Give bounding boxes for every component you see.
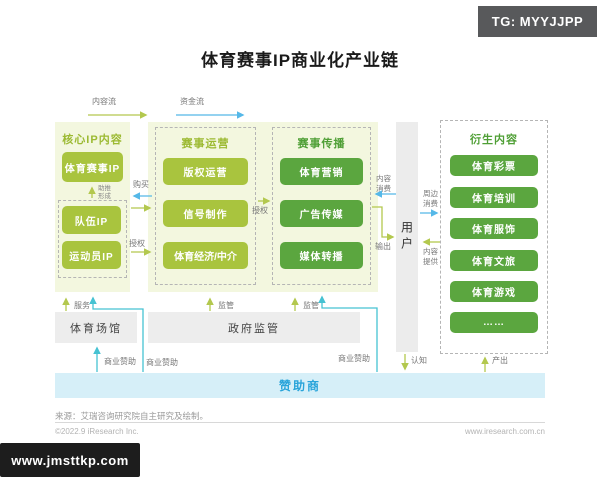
legend-content-flow-label: 内容流: [92, 97, 116, 106]
government-regulation-box: 政府监管: [148, 312, 360, 343]
core-ip-title: 核心IP内容: [62, 134, 123, 146]
service-label: 服务: [74, 301, 90, 310]
sponsorship-label-1: 商业赞助: [104, 357, 136, 366]
sports-training-box: 体育培训: [450, 187, 538, 208]
content-consume-label: 内容消费: [376, 174, 391, 193]
regulate-label-1: 监管: [218, 301, 234, 310]
team-ip-box: 队伍IP: [62, 206, 121, 234]
sports-apparel-box: 体育服饰: [450, 218, 538, 239]
event-operation-box: 赛事运营 版权运营 信号制作 体育经济/中介: [155, 127, 256, 285]
cognition-label: 认知: [411, 356, 427, 365]
copyright-text: ©2022.9 iResearch Inc.: [55, 427, 139, 436]
content-provide-label: 内容提供: [423, 247, 438, 266]
output-label: 输出: [375, 242, 391, 251]
copyright-operation-box: 版权运营: [163, 158, 248, 185]
event-broadcast-box: 赛事传播 体育营销 广告传媒 媒体转播: [272, 127, 371, 285]
website-text: www.iresearch.com.cn: [464, 427, 545, 436]
core-ip-panel: 核心IP内容 体育赛事IP 助推 形成 队伍IP 运动员IP: [55, 122, 130, 292]
signal-production-box: 信号制作: [163, 200, 248, 227]
footer-divider: [55, 422, 545, 423]
mini-label-boost: 助推: [98, 185, 111, 192]
user-label: 用户: [399, 221, 414, 253]
sports-games-box: 体育游戏: [450, 281, 538, 302]
middle-panel: 赛事运营 版权运营 信号制作 体育经济/中介 赛事传播 体育营销 广告传媒 媒体…: [148, 122, 378, 292]
regulate-label-2: 监管: [303, 301, 319, 310]
sports-marketing-box: 体育营销: [280, 158, 363, 185]
mini-label-form: 形成: [98, 193, 111, 200]
derivative-content-box: 衍生内容 体育彩票 体育培训 体育服饰 体育文旅 体育游戏 ……: [440, 120, 548, 354]
sports-lottery-box: 体育彩票: [450, 155, 538, 176]
sports-event-ip-box: 体育赛事IP: [62, 152, 123, 182]
derivative-content-title: 衍生内容: [470, 134, 518, 146]
license-mid-label: 授权: [252, 206, 268, 215]
tg-watermark-badge: TG: MYYJJPP: [478, 6, 597, 37]
sub-ip-dashed-box: 队伍IP 运动员IP: [58, 200, 127, 278]
produce-label: 产出: [492, 356, 508, 365]
media-broadcast-box: 媒体转播: [280, 242, 363, 269]
ad-media-box: 广告传媒: [280, 200, 363, 227]
sports-tourism-box: 体育文旅: [450, 250, 538, 271]
periphery-consume-label: 周边消费: [423, 189, 438, 208]
derivative-etc-box: ……: [450, 312, 538, 333]
page-title: 体育赛事IP商业化产业链: [200, 51, 400, 70]
user-bar: 用户: [396, 122, 418, 352]
source-note: 来源：艾瑞咨询研究院自主研究及绘制。: [55, 411, 209, 421]
event-broadcast-title: 赛事传播: [297, 138, 346, 150]
event-operation-title: 赛事运营: [181, 138, 230, 150]
sponsor-bar: 赞助商: [55, 373, 545, 398]
athlete-ip-box: 运动员IP: [62, 241, 121, 269]
sponsorship-label-3: 商业赞助: [338, 354, 370, 363]
legend-money-flow-label: 资金流: [180, 97, 204, 106]
url-watermark-badge: www.jmsttkp.com: [0, 443, 140, 477]
sponsorship-label-2: 商业赞助: [146, 358, 178, 367]
license-core-label: 授权: [129, 239, 145, 248]
buy-label: 购买: [133, 180, 149, 189]
sports-venue-box: 体育场馆: [55, 312, 137, 343]
sports-agency-box: 体育经济/中介: [163, 242, 248, 269]
